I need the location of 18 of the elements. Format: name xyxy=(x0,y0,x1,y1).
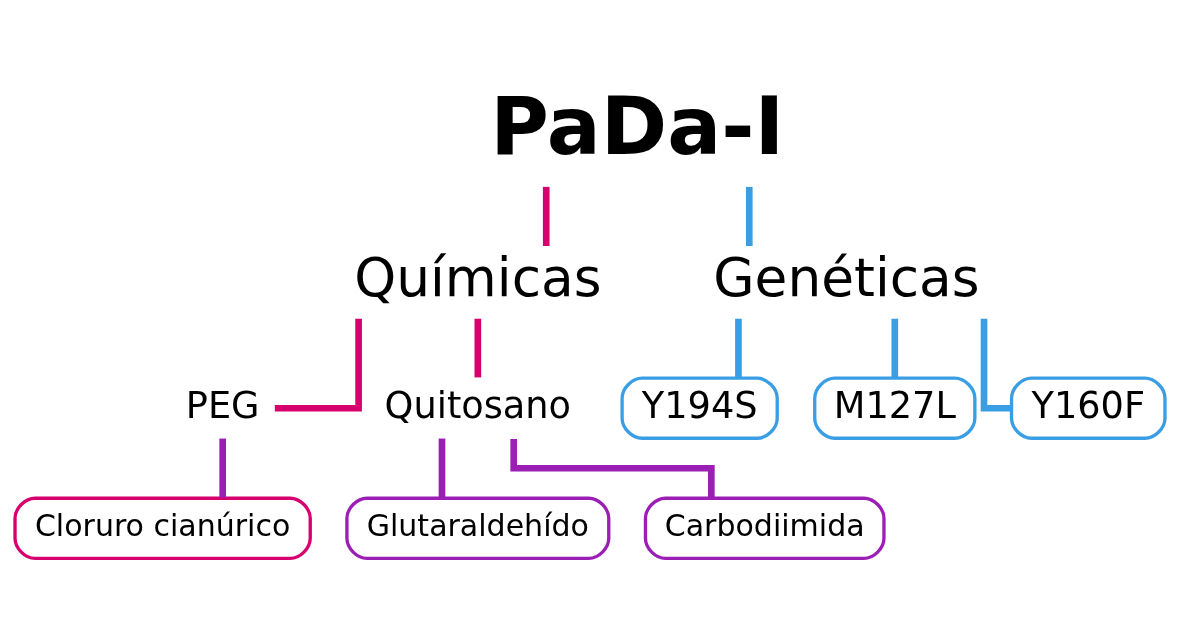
node-box: M127L xyxy=(813,376,977,440)
connector xyxy=(274,318,362,412)
connector xyxy=(891,318,899,378)
node-box: Carbodiimida xyxy=(643,496,886,560)
node-box: Cloruro cianúrico xyxy=(13,496,312,560)
connector xyxy=(438,438,446,498)
node-box: Y160F xyxy=(1009,376,1167,440)
node-text: Quitosano xyxy=(384,383,572,427)
connector xyxy=(510,438,715,498)
connector xyxy=(474,318,482,378)
node-box: Glutaraldehído xyxy=(345,496,611,560)
node-text: Químicas xyxy=(354,245,602,309)
node-text: Genéticas xyxy=(713,245,980,309)
connector xyxy=(219,438,226,498)
node-text: PaDa-I xyxy=(490,79,785,173)
connector xyxy=(735,318,742,378)
node-text: PEG xyxy=(185,383,260,427)
node-box: Y194S xyxy=(620,376,779,440)
